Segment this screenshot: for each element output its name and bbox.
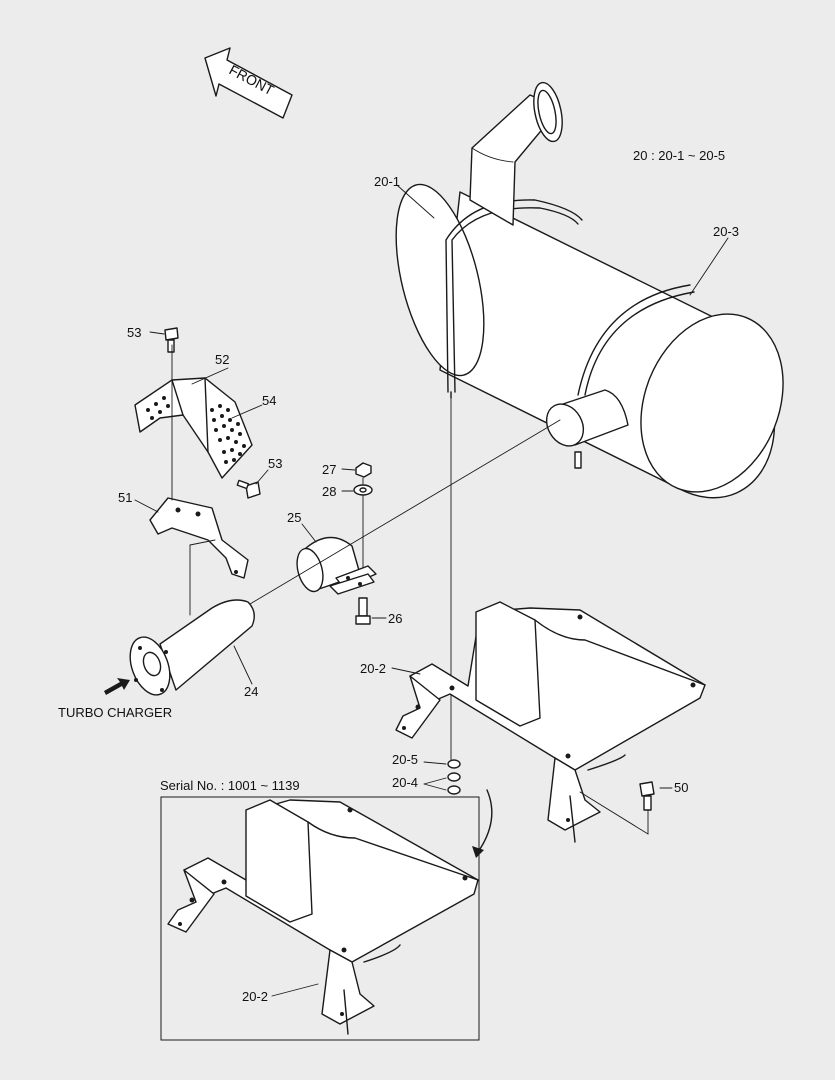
callout-27: 27 xyxy=(322,462,336,477)
serial-label: Serial No. : 1001 ~ 1139 xyxy=(160,778,300,793)
callout-53-top: 53 xyxy=(127,325,141,340)
callout-52: 52 xyxy=(215,352,229,367)
washer-28[interactable] xyxy=(353,484,373,496)
leader-51 xyxy=(134,499,159,513)
washer-20-5[interactable] xyxy=(447,759,461,769)
leader-25 xyxy=(301,523,317,543)
pipe-axis-line xyxy=(249,419,561,605)
leader-54 xyxy=(231,404,263,419)
callout-51: 51 xyxy=(118,490,132,505)
callout-25: 25 xyxy=(287,510,301,525)
assembly-note: 20 : 20-1 ~ 20-5 xyxy=(633,148,725,163)
leader-53-top xyxy=(149,331,165,335)
heat-shield[interactable] xyxy=(134,377,253,479)
callout-20-2-inset: 20-2 xyxy=(242,989,268,1004)
bracket-51[interactable] xyxy=(149,497,249,579)
turbo-arrow xyxy=(104,678,130,695)
clamp-25[interactable] xyxy=(293,536,377,595)
callout-53-mid: 53 xyxy=(268,456,282,471)
washer-20-4[interactable] xyxy=(447,772,461,795)
leader-50-to-bracket xyxy=(579,791,649,835)
bracket-20-2-inset[interactable] xyxy=(167,799,479,1035)
bolt-53-top[interactable] xyxy=(164,327,179,353)
leader-52 xyxy=(191,367,229,385)
leader-20-2 xyxy=(391,667,421,675)
callout-20-5: 20-5 xyxy=(392,752,418,767)
callout-26: 26 xyxy=(388,611,402,626)
callout-24: 24 xyxy=(244,684,258,699)
callout-20-3: 20-3 xyxy=(713,224,739,239)
front-arrow: FRONT xyxy=(204,47,293,119)
leader-20-2-inset xyxy=(271,983,319,997)
leader-24 xyxy=(233,645,253,685)
leader-27 xyxy=(341,468,356,471)
leaders-top xyxy=(397,185,729,296)
leader-20-5 xyxy=(423,761,447,765)
callout-20-2: 20-2 xyxy=(360,661,386,676)
muffler[interactable] xyxy=(379,80,808,513)
pipe-24[interactable] xyxy=(123,599,255,700)
bolt-26[interactable] xyxy=(355,597,371,625)
leader-53-mid xyxy=(255,469,269,485)
bolt-53-mid[interactable] xyxy=(236,479,261,499)
callout-20-1: 20-1 xyxy=(374,174,400,189)
callout-54: 54 xyxy=(262,393,276,408)
callout-20-4: 20-4 xyxy=(392,775,418,790)
shield-perforations xyxy=(146,396,246,464)
nut-27[interactable] xyxy=(355,462,372,478)
serial-inset: Serial No. : 1001 ~ 1139 xyxy=(160,778,480,1041)
callout-28: 28 xyxy=(322,484,336,499)
alignment-line-c xyxy=(189,539,216,546)
bracket-20-2[interactable] xyxy=(395,601,706,843)
turbo-charger-label: TURBO CHARGER xyxy=(58,705,172,720)
bolt-50[interactable] xyxy=(639,781,655,811)
inset-pointer-head xyxy=(472,846,484,858)
leader-20-4 xyxy=(423,777,447,791)
inset-pointer-arrow xyxy=(477,789,493,853)
callout-50: 50 xyxy=(674,780,688,795)
